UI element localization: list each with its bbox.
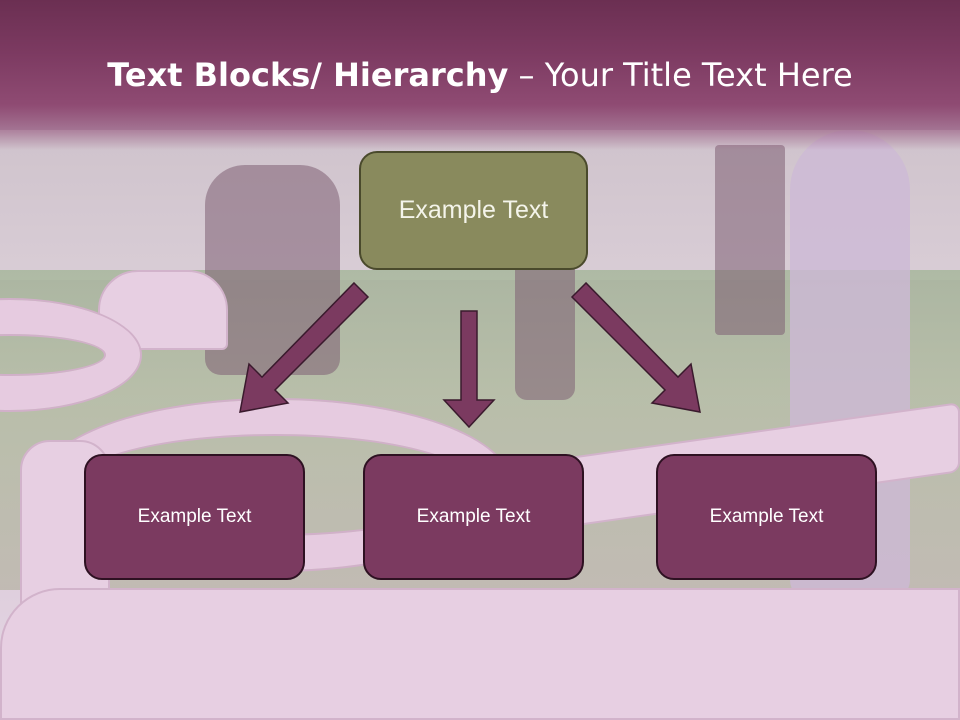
top-level-box-label: Example Text: [398, 196, 549, 224]
arrow-to-left-box: [239, 281, 370, 413]
arrow-to-right-box: [570, 281, 701, 413]
child-box-label: Example Text: [709, 506, 824, 527]
child-box-label: Example Text: [137, 506, 252, 527]
child-box-left[interactable]: Example Text: [84, 454, 305, 580]
header-band: Text Blocks/ Hierarchy – Your Title Text…: [0, 0, 960, 150]
child-box-right[interactable]: Example Text: [656, 454, 877, 580]
arrow-to-middle-box: [442, 310, 496, 429]
title-rest-part: – Your Title Text Here: [508, 56, 853, 94]
top-level-box[interactable]: Example Text: [359, 151, 588, 270]
child-box-label: Example Text: [416, 506, 531, 527]
title-bold-part: Text Blocks/ Hierarchy: [107, 56, 509, 94]
child-box-middle[interactable]: Example Text: [363, 454, 584, 580]
slide-title: Text Blocks/ Hierarchy – Your Title Text…: [0, 54, 960, 96]
background-flower-stand: [715, 145, 785, 335]
background-sculpture-slab: [0, 588, 960, 720]
